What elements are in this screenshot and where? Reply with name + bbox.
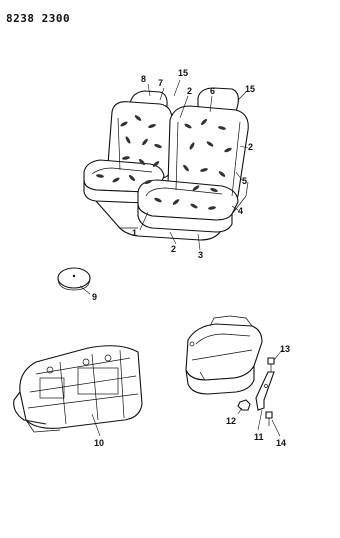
callout-9: 9: [92, 292, 97, 302]
leader-lines: [79, 79, 283, 437]
armrest-bracket: [255, 371, 275, 411]
callout-7: 7: [158, 78, 163, 88]
armrest-assembly: [185, 315, 263, 395]
hex-nut: [237, 399, 251, 411]
screw-bottom: [265, 411, 273, 419]
callout-11: 11: [254, 432, 264, 442]
callout-10: 10: [94, 438, 104, 448]
callout-8: 8: [141, 74, 146, 84]
callout-14: 14: [276, 438, 286, 448]
callout-6: 6: [210, 86, 215, 96]
callout-2-bottom: 2: [171, 244, 176, 254]
callout-15-left: 15: [178, 68, 188, 78]
floral-upholstery-pattern: [96, 115, 232, 210]
seat-button-cap: [57, 267, 91, 291]
callout-4: 4: [238, 206, 243, 216]
seat-frame-track: [13, 345, 143, 433]
callout-2-right: 2: [248, 142, 253, 152]
callout-2-top: 2: [187, 86, 192, 96]
callout-15-right: 15: [245, 84, 255, 94]
callout-13: 13: [280, 344, 290, 354]
armrest-hardware: [237, 357, 275, 426]
callout-12: 12: [226, 416, 236, 426]
right-seat-cushion: [137, 179, 239, 221]
bench-seat-assembly: [83, 87, 249, 241]
right-headrest: [197, 87, 239, 113]
callout-1: 1: [132, 228, 137, 238]
callout-5: 5: [242, 176, 247, 186]
callout-labels: 8 7 15 2 6 15 2 5 4 1 2 3 9 10 11 12 13 …: [92, 68, 290, 448]
screw-top: [267, 357, 275, 365]
callout-3: 3: [198, 250, 203, 260]
diagram-code: 8238 2300: [6, 12, 71, 25]
